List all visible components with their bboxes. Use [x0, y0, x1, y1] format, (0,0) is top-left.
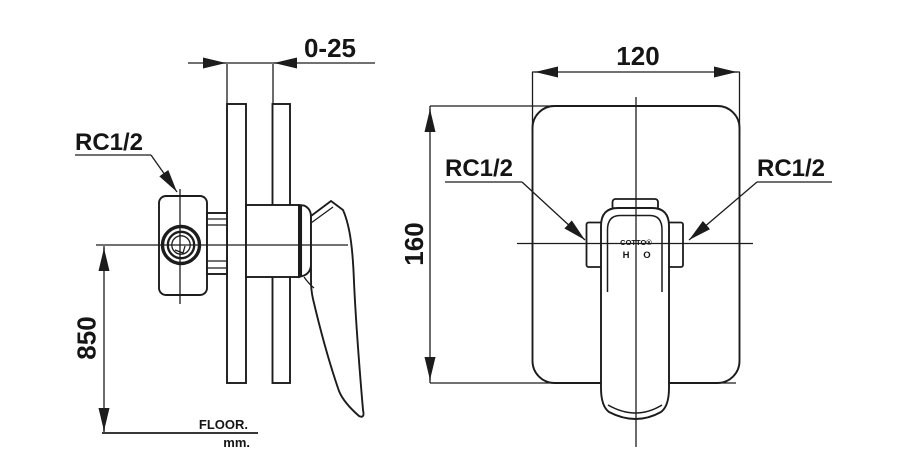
thread-label-front-left: RC1/2	[445, 155, 513, 182]
unit-label: mm.	[223, 435, 250, 450]
stepped-connector	[206, 212, 228, 275]
lever-handle-side	[303, 200, 365, 418]
side-view: 0-25 850 FLOOR. mm. RC1/2	[72, 33, 375, 450]
dimension-width-120: 120	[531, 41, 741, 130]
dimension-height-850: 850 FLOOR. mm.	[72, 246, 258, 450]
hot-marker: H	[623, 250, 630, 261]
cold-marker: O	[643, 250, 650, 261]
thread-callout-front-left: RC1/2	[445, 155, 586, 241]
dimension-wall-range: 0-25	[188, 33, 375, 104]
floor-label: FLOOR.	[199, 417, 248, 432]
wall-strip-near	[226, 103, 247, 384]
wall-range-dim-text: 0-25	[304, 33, 356, 63]
thread-callout-side: RC1/2	[75, 129, 178, 193]
lever-handle-front	[600, 207, 670, 420]
thread-callout-front-right: RC1/2	[688, 155, 832, 241]
width-dim-text: 120	[616, 41, 659, 71]
height-dim-text: 850	[72, 316, 102, 359]
thread-label-front-right: RC1/2	[757, 155, 825, 182]
height-dim-text-front: 160	[399, 222, 429, 265]
cartridge-housing	[245, 204, 300, 278]
front-view: COTTO® H O 120 160 RC1/2	[399, 41, 832, 447]
dimension-height-160: 160	[399, 105, 736, 384]
brand-logo: COTTO®	[620, 238, 652, 247]
thread-label-side: RC1/2	[75, 129, 143, 156]
